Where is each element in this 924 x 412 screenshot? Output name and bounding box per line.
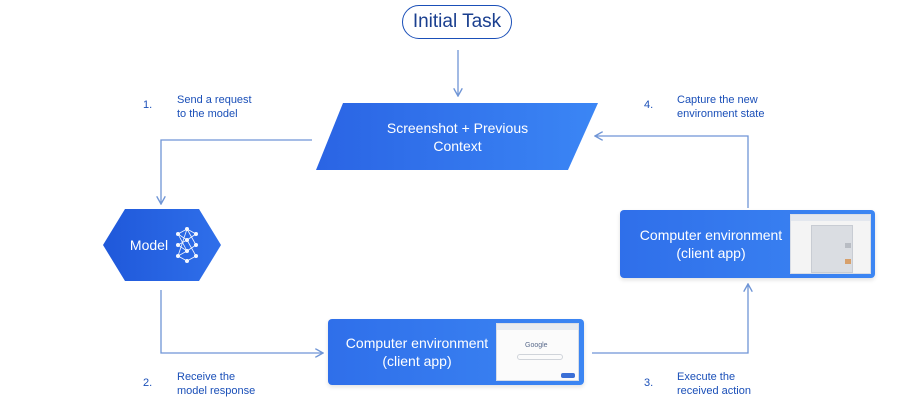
env-bottom-box: Computer environment (client app) Google <box>328 319 584 385</box>
arrow-env-to-env <box>592 285 748 354</box>
input-label-line2: Context <box>433 138 482 154</box>
step-3-line2: received action <box>677 385 751 397</box>
initial-task-pill: Initial Task <box>402 5 512 39</box>
thumb-search-bar <box>517 354 563 360</box>
step-1-number: 1. <box>143 99 153 111</box>
step-1-line2: to the model <box>177 108 238 120</box>
env-bottom-label: Computer environment (client app) <box>334 334 500 370</box>
step-3-text: Execute the received action <box>677 370 751 398</box>
neural-network-icon <box>176 227 198 263</box>
thumb-titlebar <box>497 324 578 330</box>
arrow-env-to-input <box>596 136 749 208</box>
arrow-input-to-model <box>161 139 312 203</box>
input-label-line1: Screenshot + Previous <box>386 120 529 136</box>
env-top-line1: Computer environment <box>639 227 783 243</box>
step-2-line2: model response <box>177 385 256 397</box>
model-label: Model <box>129 237 169 253</box>
env-top-label: Computer environment (client app) <box>626 226 796 262</box>
step-3-number: 3. <box>644 377 654 389</box>
step-1-text: Send a request to the model <box>177 93 252 121</box>
env-bottom-line1: Computer environment <box>345 335 489 351</box>
step-4-number: 4. <box>644 99 654 111</box>
env-top-line2: (client app) <box>676 245 746 261</box>
thumb-search-logo: Google <box>525 342 548 349</box>
thumb-panel <box>811 225 853 273</box>
step-1-line1: Send a request <box>177 94 252 106</box>
step-3-line1: Execute the <box>677 371 736 383</box>
initial-task-label: Initial Task <box>412 11 502 32</box>
step-2-line1: Receive the <box>177 371 236 383</box>
env-top-box: Computer environment (client app) <box>620 210 875 278</box>
thumb-button <box>561 373 575 378</box>
step-2-text: Receive the model response <box>177 370 255 398</box>
model-hexagon <box>103 209 221 281</box>
thumb-key-accent <box>845 259 851 264</box>
env-top-thumbnail <box>790 214 871 274</box>
env-bottom-thumbnail: Google <box>496 323 579 381</box>
env-bottom-line2: (client app) <box>382 353 452 369</box>
input-parallelogram <box>316 103 598 170</box>
step-4-text: Capture the new environment state <box>677 93 764 121</box>
step-2-number: 2. <box>143 377 153 389</box>
input-label: Screenshot + Previous Context <box>330 112 585 162</box>
thumb-titlebar <box>791 215 870 221</box>
arrow-model-to-env <box>160 290 322 353</box>
step-4-line2: environment state <box>677 108 765 120</box>
step-4-line1: Capture the new <box>677 94 758 106</box>
thumb-key <box>845 243 851 248</box>
